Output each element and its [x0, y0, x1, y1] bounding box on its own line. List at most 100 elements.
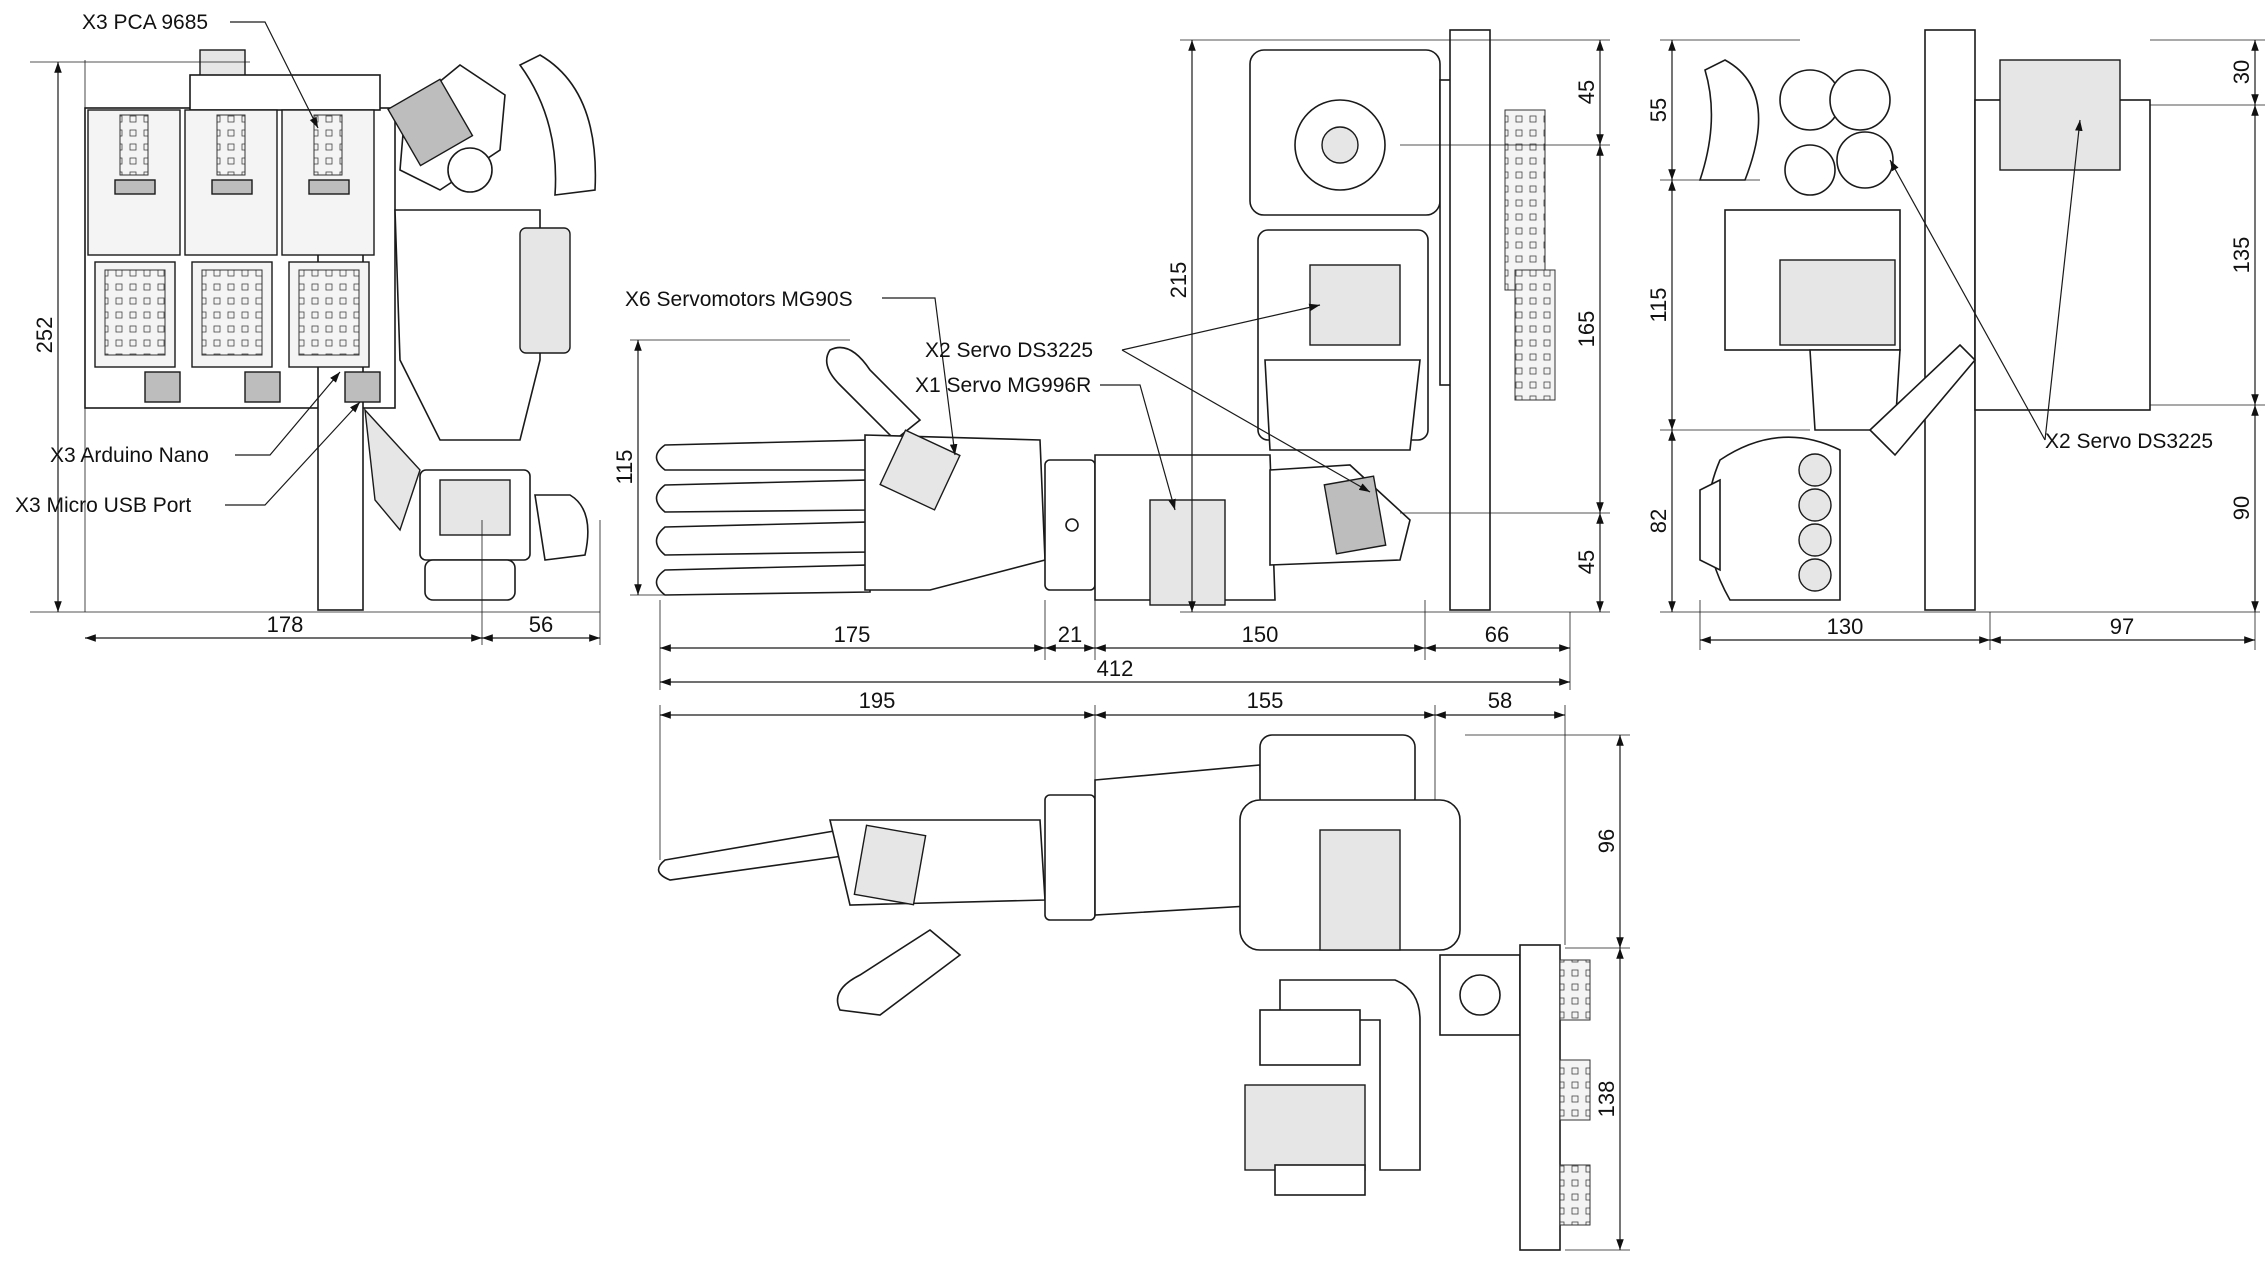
usb-port-2 [244, 371, 281, 403]
pca-chip-3 [308, 179, 350, 195]
bottom-board-2 [1559, 1059, 1591, 1121]
right-pulley-2 [1829, 69, 1891, 131]
left-shoulder-hub [447, 147, 493, 193]
left-arm-cover [519, 227, 571, 354]
center-fingers [655, 346, 922, 596]
right-pulley-4 [1836, 131, 1894, 189]
bottom-clamp-ball [1459, 974, 1501, 1016]
right-thumb [1868, 343, 1977, 457]
callout-ds3225-right: X2 Servo DS3225 [2045, 430, 2213, 453]
center-board-1 [1504, 109, 1546, 291]
bottom-bracket [1279, 979, 1421, 1171]
dimension-lines [30, 39, 2265, 1251]
callout-mg996r: X1 Servo MG996R [915, 374, 1091, 397]
right-mount-post [1924, 29, 1976, 611]
callout-mg90s: X6 Servomotors MG90S [625, 288, 853, 311]
bottom-finger-1 [657, 829, 852, 881]
dim-len-hand: 175 [834, 622, 871, 647]
right-shoulder-servo [1999, 59, 2121, 171]
dim-right-30: 30 [2229, 60, 2254, 84]
callout-usb: X3 Micro USB Port [15, 494, 191, 517]
bottom-thumb [836, 929, 962, 1016]
arduino-pins-1 [104, 269, 166, 356]
bottom-board-3 [1559, 1164, 1591, 1226]
left-view [84, 49, 597, 611]
right-view [1698, 29, 2151, 611]
mg90s-servo-center [879, 429, 961, 511]
left-arm-body [394, 209, 541, 441]
dim-len-wrist: 21 [1058, 622, 1082, 647]
dim-bottom-138: 138 [1594, 1081, 1619, 1118]
dim-left-width-side: 56 [529, 612, 553, 637]
finger-2 [655, 479, 871, 513]
right-knuckle-4 [1798, 558, 1832, 592]
dim-len-total: 412 [1097, 656, 1134, 681]
left-shoulder-guard [518, 54, 597, 196]
left-shoulder-servo [387, 78, 474, 167]
usb-port-3 [344, 371, 381, 403]
dim-bottom-155: 155 [1247, 688, 1284, 713]
left-elbow-handle [534, 494, 589, 561]
pca-header-1 [119, 114, 149, 176]
dim-left-height-total: 252 [32, 317, 57, 354]
left-hand-base [424, 559, 516, 601]
center-view [655, 29, 1556, 611]
dim-right-135: 135 [2229, 237, 2254, 274]
arduino-boards [94, 261, 381, 403]
right-ds3225-servo [1779, 259, 1896, 346]
wrist-pin [1065, 518, 1079, 532]
arduino-pins-3 [298, 269, 360, 356]
bottom-shoulder [1259, 734, 1416, 811]
dim-upper-total: 215 [1166, 262, 1191, 299]
dim-right-115: 115 [1646, 287, 1671, 322]
arduino-pins-2 [201, 269, 263, 356]
pca-header-2 [216, 114, 246, 176]
center-shoulder-hub [1321, 126, 1359, 164]
left-top-connector [199, 49, 246, 79]
bottom-mg90s [853, 824, 927, 906]
dim-right-82: 82 [1646, 509, 1671, 533]
mg996r-servo-center [1149, 499, 1226, 606]
upper-arm-servo [1309, 264, 1401, 346]
callout-pca: X3 PCA 9685 [82, 11, 208, 34]
finger-1 [655, 439, 871, 471]
dim-right-90: 90 [2229, 496, 2254, 520]
callouts: X3 PCA 9685 X3 Arduino Nano X3 Micro USB… [15, 11, 2213, 517]
right-knuckle-2 [1798, 488, 1832, 522]
callout-ds3225-mid: X2 Servo DS3225 [925, 339, 1093, 362]
dim-bottom-195: 195 [859, 688, 896, 713]
dim-upper-top: 45 [1574, 80, 1599, 104]
bottom-mount-post [1519, 944, 1561, 1251]
dim-bottom-96: 96 [1594, 829, 1619, 853]
bottom-clamp [1439, 954, 1521, 1036]
dim-len-shoulder: 66 [1485, 622, 1509, 647]
right-handle [1699, 478, 1721, 572]
dim-right-97: 97 [2110, 614, 2134, 639]
dim-right-130: 130 [1827, 614, 1864, 639]
dim-right-55: 55 [1646, 98, 1671, 122]
dim-len-forearm: 150 [1242, 622, 1279, 647]
dim-hand-height: 115 [612, 449, 637, 484]
bottom-elbow-servo [1319, 829, 1401, 951]
left-hand-fingers [364, 407, 421, 532]
left-top-rail [189, 74, 381, 111]
pca-header-3 [313, 114, 343, 176]
pca-chip-2 [211, 179, 253, 195]
callout-arduino: X3 Arduino Nano [50, 444, 209, 467]
left-elbow-detail [439, 479, 511, 536]
right-pulley-3 [1784, 144, 1836, 196]
bottom-joint [1259, 1009, 1361, 1066]
bottom-servo-2 [1244, 1084, 1366, 1171]
finger-3 [655, 521, 871, 556]
pca-chip-1 [114, 179, 156, 195]
upper-arm-cone [1264, 359, 1421, 451]
dimension-labels: 252 178 56 115 215 45 165 45 175 21 150 … [32, 60, 2254, 1118]
usb-port-1 [144, 371, 181, 403]
bottom-view [657, 734, 1591, 1251]
dim-bottom-58: 58 [1488, 688, 1512, 713]
right-knuckle-3 [1798, 523, 1832, 557]
pca-boards [87, 109, 375, 256]
thumb [825, 346, 922, 442]
bottom-wrist [1044, 794, 1096, 921]
bottom-foot [1274, 1164, 1366, 1196]
